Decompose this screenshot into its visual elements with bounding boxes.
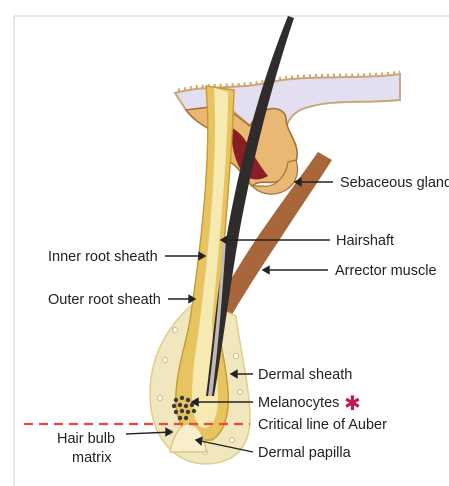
melanocytes-marker: ✱ [344,391,361,415]
label-critical-line: Critical line of Auber [258,417,387,433]
label-dermal-sheath: Dermal sheath [258,367,352,383]
label-melanocytes: Melanocytes [258,395,339,411]
label-dermal-papilla: Dermal papilla [258,445,352,461]
label-arrector-muscle: Arrector muscle [335,263,437,279]
label-outer-root-sheath: Outer root sheath [48,292,161,308]
label-hairshaft: Hairshaft [336,233,394,249]
label-hair-bulb-line1: Hair bulb [57,431,115,447]
label-hair-bulb-line2: matrix [72,450,112,466]
label-inner-root-sheath: Inner root sheath [48,249,158,265]
label-sebaceous-gland: Sebaceous gland [340,175,449,191]
